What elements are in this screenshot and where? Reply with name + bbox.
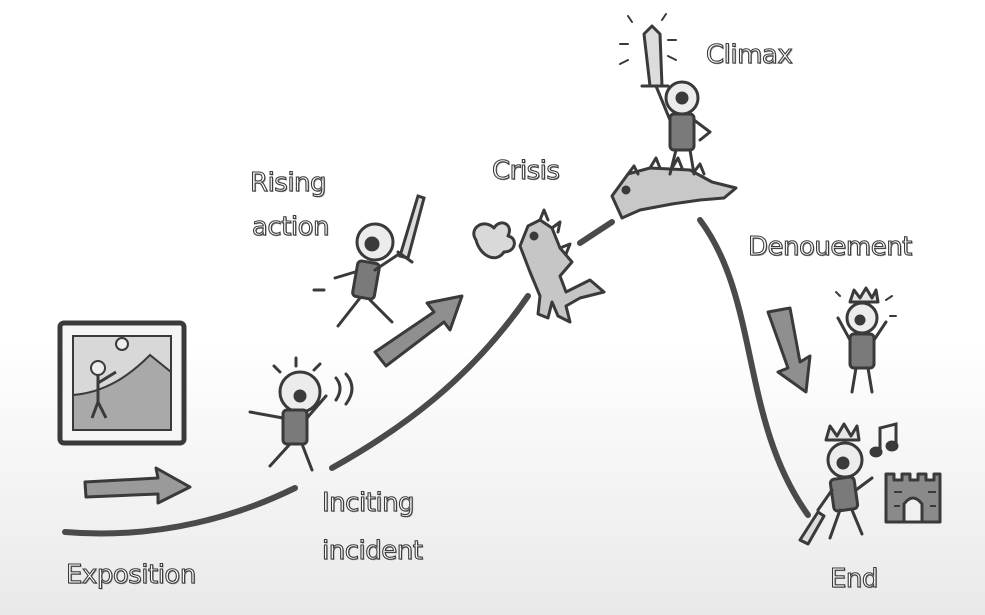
up-arrow-icon [373,294,464,368]
king-with-sword-icon [798,422,874,546]
label-inciting-incident-line1: Inciting [321,487,415,518]
label-rising-action-line2: action [251,211,330,242]
right-arrow-icon [83,466,192,505]
music-note-icon [869,422,899,458]
label-denouement: Denouement [747,231,912,262]
hero-on-dragon-icon [610,13,738,220]
label-exposition: Exposition [65,559,196,590]
crowned-person-icon [835,286,897,394]
curve-exposition-segment [62,485,298,537]
label-inciting-incident-line2: incident [321,535,423,566]
dragon-icon [472,208,606,324]
worried-person-icon [248,356,354,472]
label-end: End [829,563,879,594]
label-crisis: Crisis [491,155,560,186]
photo-frame-icon [57,320,187,446]
plot-curve [62,217,811,537]
sword-runner-icon [312,194,426,328]
curve-falling-segment [697,217,811,518]
label-rising-action-line1: Rising [249,167,327,198]
down-arrow-icon [766,306,812,394]
label-climax: Climax [705,39,793,70]
curve-rising-segment [329,293,531,471]
curve-crisis-segment [577,219,615,246]
castle-icon [884,472,942,524]
